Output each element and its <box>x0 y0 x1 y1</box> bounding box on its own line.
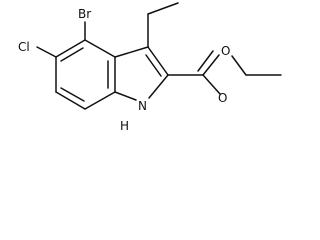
bond-c2-n1 <box>148 74 169 99</box>
bond-c6-c7-inner <box>60 87 85 102</box>
atom-label-cl: Cl <box>18 40 30 54</box>
atom-label-n: N <box>138 99 147 113</box>
bond-c3a-c4 <box>84 39 116 58</box>
bond-n1-c7a <box>114 91 137 101</box>
atom-label-o-ester: O <box>221 44 230 58</box>
bond-carbonyl-o-double-a <box>202 54 220 76</box>
atom-label-n-hydrogen: H <box>120 119 129 133</box>
molecule-canvas: Br Cl O O N H <box>18 2 282 133</box>
bond-c4-c5-inner <box>60 47 84 62</box>
bond-ethyl-ch2-ch3 <box>147 2 179 15</box>
bond-c3a-c3 <box>114 46 149 58</box>
bond-c3-c2 <box>147 46 169 76</box>
bond-c5-cl <box>36 46 57 58</box>
bond-c3-c2-inner <box>145 54 162 77</box>
bond-c4-c5 <box>55 39 86 58</box>
bond-carbonyl-o-ester <box>202 74 221 95</box>
bond-carbonyl-o-double-b <box>197 50 214 72</box>
bond-c7-c7a <box>84 91 116 110</box>
bond-o-ester-link <box>231 55 247 76</box>
atom-label-br: Br <box>78 7 91 21</box>
structure-diagram: Br Cl O O N H <box>18 2 282 133</box>
atom-label-o-carbonyl: O <box>218 91 227 105</box>
bond-c6-c7 <box>55 91 86 110</box>
